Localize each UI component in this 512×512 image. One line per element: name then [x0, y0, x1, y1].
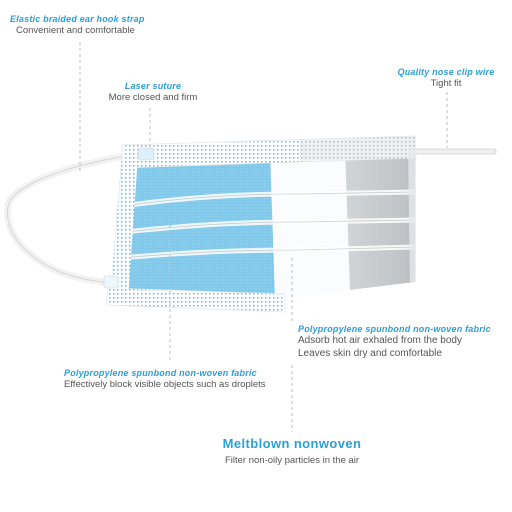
mask-bottom-band [105, 287, 286, 313]
callout-outer-layer-title: Polypropylene spunbond non-woven fabric [64, 368, 257, 378]
callout-inner-layer-desc-1: Adsorb hot air exhaled from the body [298, 335, 462, 347]
callout-outer-layer: Polypropylene spunbond non-woven fabric … [64, 368, 266, 391]
callout-ear-strap-title: Elastic braided ear hook strap [10, 14, 145, 24]
nose-wire [404, 148, 497, 155]
callout-meltblown: Meltblown nonwoven Filter non-oily parti… [200, 436, 384, 467]
callout-laser-suture: Laser suture More closed and firm [106, 81, 200, 104]
mask-pleats [117, 189, 418, 261]
callout-meltblown-desc: Filter non-oily particles in the air [224, 455, 360, 467]
callout-laser-suture-desc: More closed and firm [108, 92, 198, 104]
mask-white-body [270, 150, 350, 300]
callout-laser-suture-title: Laser suture [124, 81, 182, 91]
callout-nose-clip-title: Quality nose clip wire [397, 67, 495, 77]
callout-outer-layer-desc: Effectively block visible objects such a… [64, 379, 266, 391]
loop-weld-bottom [103, 275, 119, 289]
callout-nose-clip-desc: Tight fit [430, 78, 462, 90]
callout-inner-layer: Polypropylene spunbond non-woven fabric … [298, 324, 491, 360]
callout-inner-layer-desc-2: Leaves skin dry and comfortable [298, 347, 442, 359]
leader-lines [79, 42, 448, 432]
loop-weld-top [137, 147, 155, 161]
mask-left-band [110, 156, 138, 300]
callout-meltblown-title: Meltblown nonwoven [222, 436, 362, 451]
callout-ear-strap-desc: Convenient and comfortable [16, 25, 135, 37]
callout-inner-layer-title: Polypropylene spunbond non-woven fabric [298, 324, 491, 334]
callout-ear-strap: Elastic braided ear hook strap Convenien… [10, 14, 145, 37]
callout-nose-clip: Quality nose clip wire Tight fit [390, 67, 502, 90]
